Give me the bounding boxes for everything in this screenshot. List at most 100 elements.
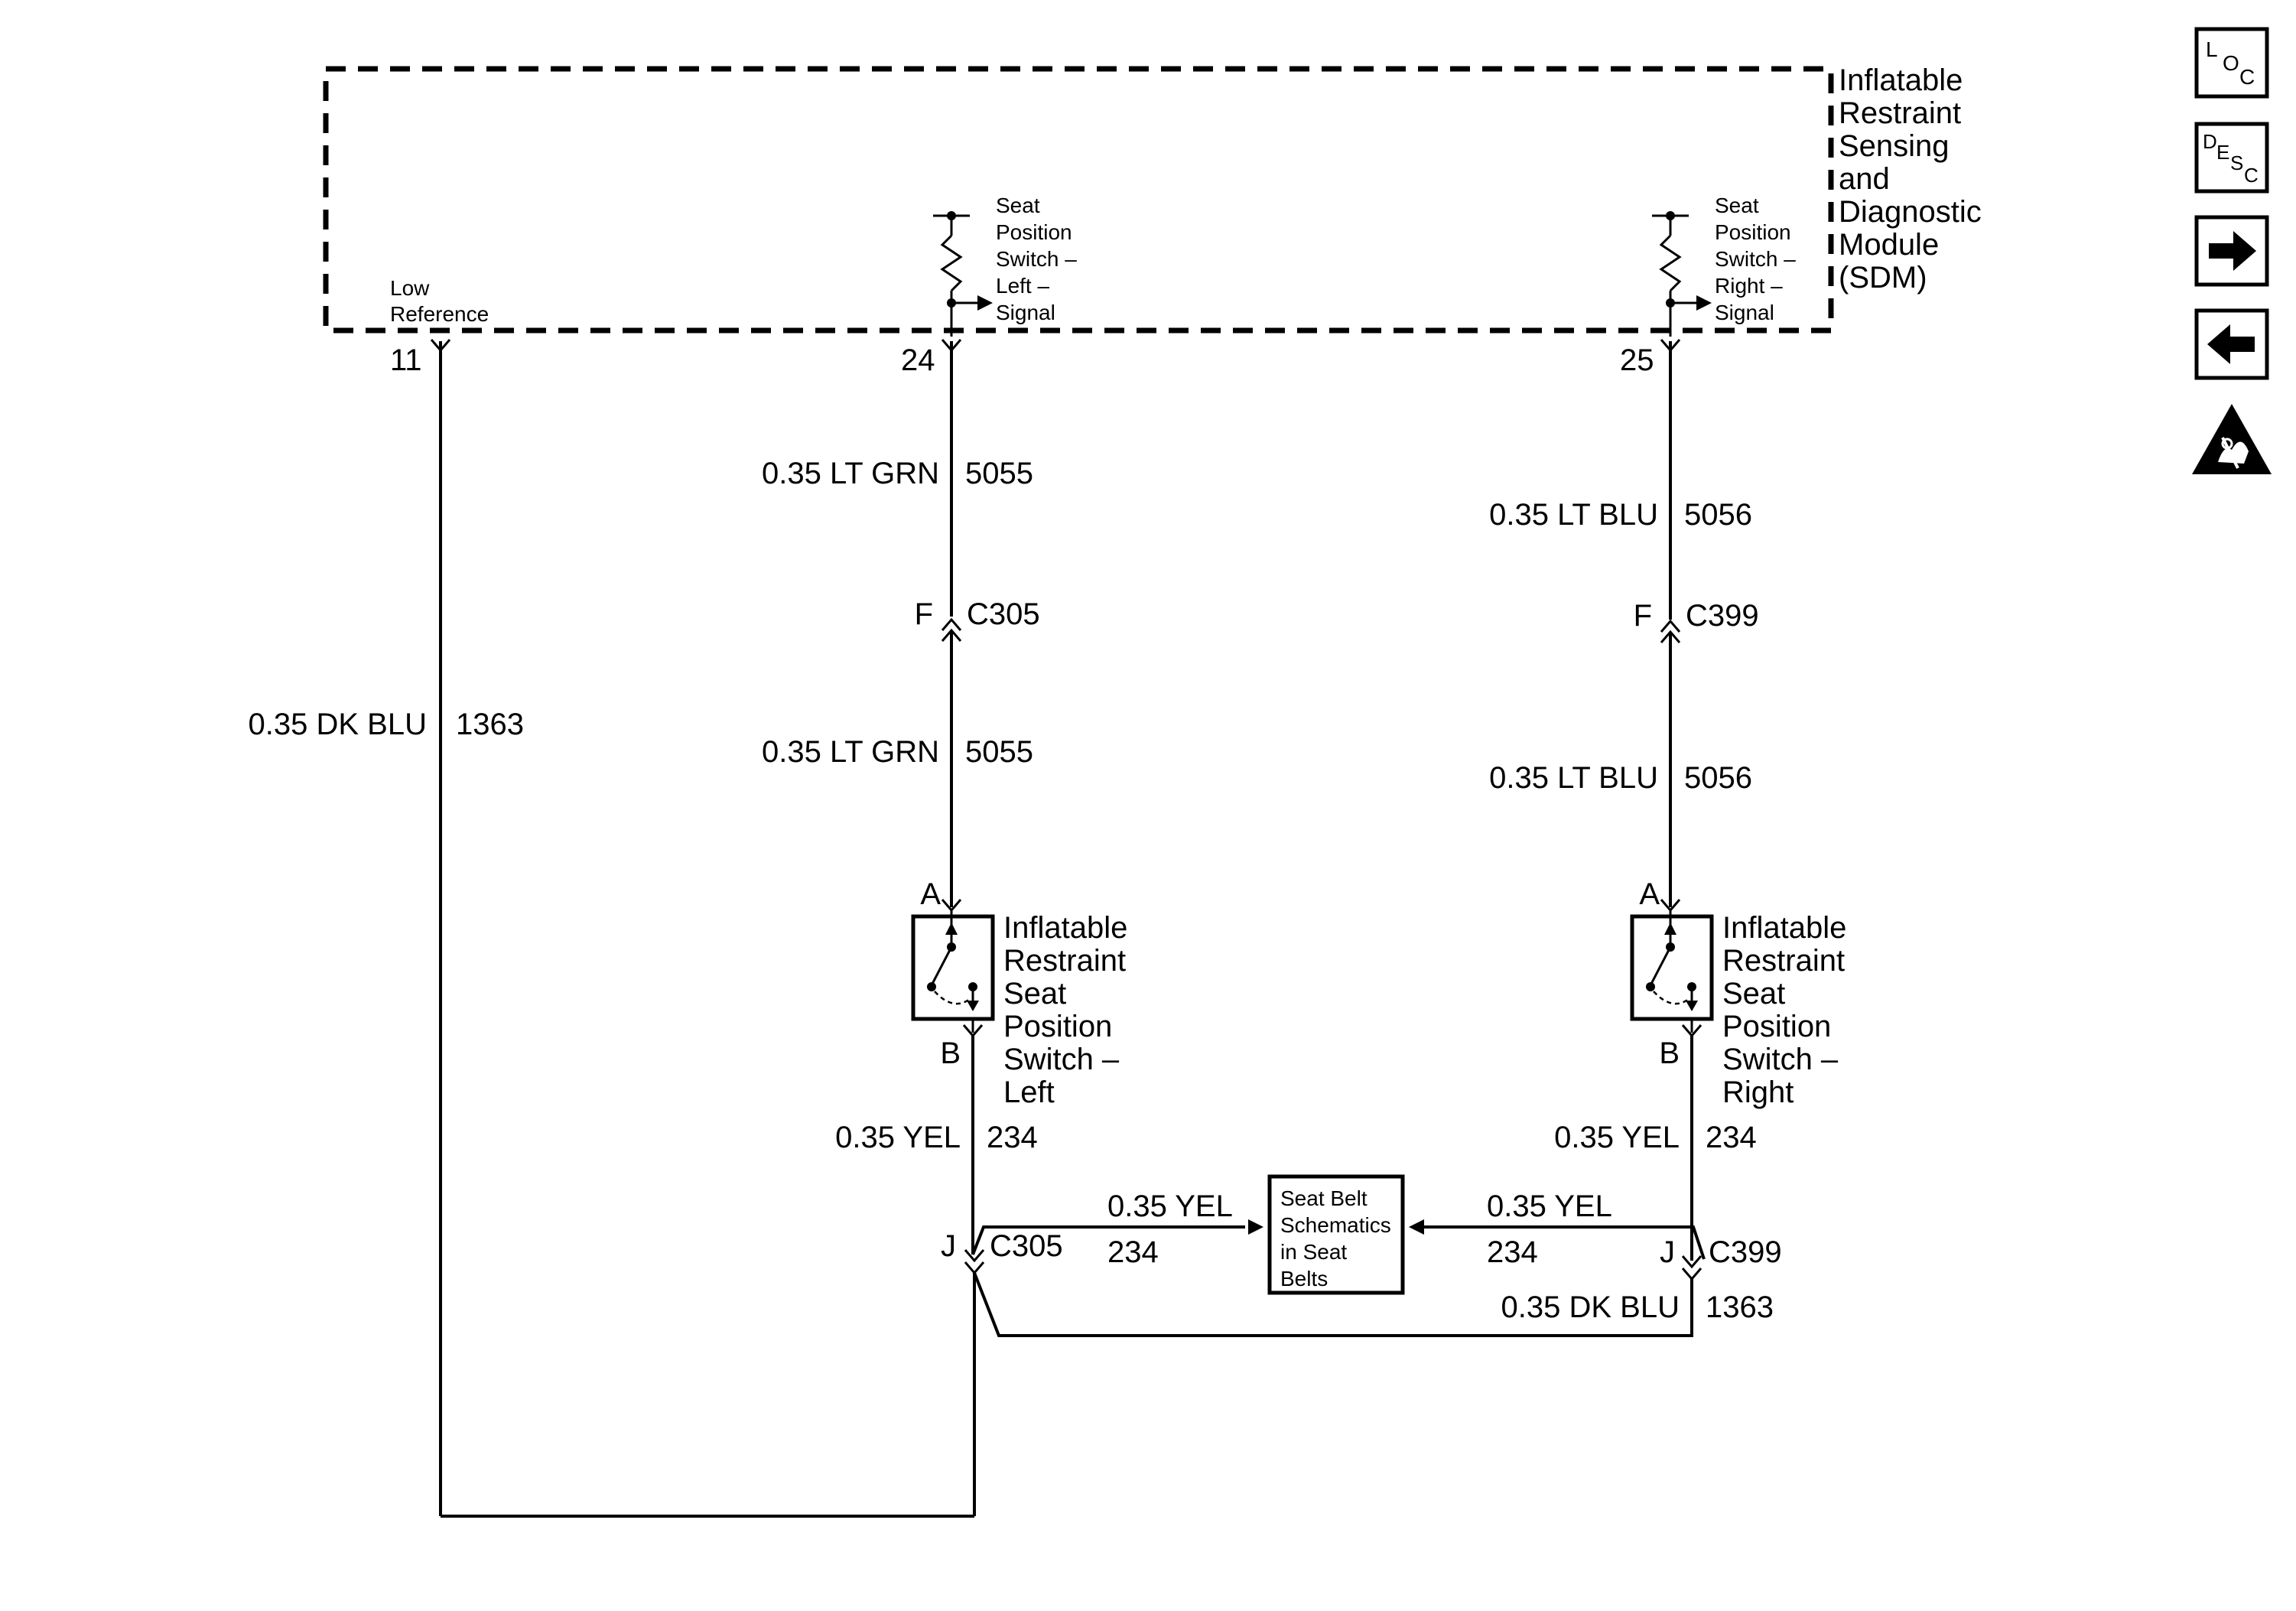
sdm-title-line: Diagnostic [1839,195,1982,229]
sdm-title-line: Restraint [1839,96,1961,130]
sdm-module-boundary [323,66,1834,334]
arrow-to-seatbelt-right [1409,1219,1424,1235]
arrow-to-seatbelt-left [1248,1219,1263,1235]
switch-left-label: Inflatable Restraint Seat Position Switc… [1003,911,1127,1109]
switch-left-label-line: Inflatable [1003,911,1127,945]
sdm-pin-terminals [430,339,1681,353]
seat-belt-box-line: in Seat [1280,1240,1347,1264]
right-signal-line: Right – [1715,274,1783,298]
switch-right-label-line: Switch – [1722,1043,1839,1076]
switch-left-label-line: Left [1003,1076,1055,1109]
switch-pin-b: B [1659,1037,1680,1070]
left-arrow-icon [2207,324,2255,364]
wire-spec: 0.35 YEL [1554,1121,1680,1154]
right-signal-label: Seat Position Switch – Right – Signal [1715,194,1796,324]
switch-right-label-line: Right [1722,1076,1794,1109]
switch-right-label-line: Restraint [1722,944,1845,978]
connector-name: C305 [967,597,1040,631]
wire-spec: 0.35 YEL [835,1121,961,1154]
wire-circuit: 5055 [965,457,1033,490]
left-signal-line: Position [996,220,1072,244]
right-signal-resistor [1652,211,1712,337]
wire-yel-to-seatbelt-left [971,1225,1245,1255]
seat-belt-box-line: Seat Belt [1280,1186,1368,1210]
switch-left-label-line: Switch – [1003,1043,1120,1076]
wire-spec: 0.35 YEL [1487,1190,1612,1223]
sdm-title-line: Sensing [1839,129,1950,163]
loc-button[interactable]: L O C [2194,27,2269,99]
switch-right-label: Inflatable Restraint Seat Position Switc… [1722,911,1846,1109]
sdm-title: Inflatable Restraint Sensing and Diagnos… [1839,63,1982,295]
connector-name: C399 [1686,599,1759,633]
next-page-button[interactable] [2194,215,2269,287]
wire-circuit: 234 [987,1121,1038,1154]
right-signal-line: Signal [1715,301,1774,324]
right-signal-line: Switch – [1715,247,1796,271]
wire-spec: 0.35 YEL [1107,1190,1233,1223]
wire-circuit: 234 [1107,1235,1159,1269]
wire-circuit: 234 [1487,1235,1538,1269]
esd-warning-icon [2192,404,2272,474]
pin-number-right: 25 [1620,343,1654,377]
left-signal-line: Switch – [996,247,1077,271]
wire-spec: 0.35 LT GRN [762,457,939,490]
left-signal-line: Seat [996,194,1040,217]
switch-left-label-line: Seat [1003,977,1066,1011]
left-signal-resistor [933,211,993,337]
connector-pin: F [915,597,933,631]
desc-letter: S [2230,151,2243,174]
left-signal-line: Signal [996,301,1055,324]
switch-right-label-line: Seat [1722,977,1785,1011]
left-signal-line: Left – [996,274,1049,298]
seat-belt-box-line: Schematics [1280,1213,1391,1237]
switch-right-label-line: Position [1722,1010,1831,1043]
switch-right-label-line: Inflatable [1722,911,1846,945]
right-signal-line: Position [1715,220,1791,244]
seat-belt-box-label: Seat Belt Schematics in Seat Belts [1280,1186,1391,1290]
wire-spec: 0.35 LT GRN [762,735,939,769]
low-reference-line: Reference [390,302,489,326]
pin-number-low-ref: 11 [390,343,422,377]
wire-dk-blu-1363-bottom [973,1272,1693,1337]
wire-circuit: 1363 [456,708,524,741]
connector-pin: J [1660,1235,1675,1269]
loc-letter: L [2206,37,2218,61]
left-signal-label: Seat Position Switch – Left – Signal [996,194,1077,324]
desc-letter: C [2244,164,2259,187]
wire-circuit: 5056 [1684,498,1752,532]
sdm-title-line: Inflatable [1839,63,1963,97]
wire-spec: 0.35 LT BLU [1489,498,1658,532]
seat-belt-schematics-box[interactable] [1267,1174,1405,1295]
wire-spec: 0.35 DK BLU [1501,1290,1680,1324]
right-signal-line: Seat [1715,194,1759,217]
prev-page-button[interactable] [2194,308,2269,380]
switch-pin-a: A [920,877,941,911]
wire-circuit: 5056 [1684,761,1752,795]
loc-letter: O [2223,51,2239,75]
right-arrow-icon [2209,231,2256,271]
desc-letter: D [2203,130,2217,153]
switch-pin-a: A [1639,877,1660,911]
seat-position-switch-left [911,899,995,1038]
wire-circuit: 5055 [965,735,1033,769]
connector-name: C305 [990,1229,1063,1263]
switch-pin-b: B [940,1037,961,1070]
wire-spec: 0.35 DK BLU [249,708,427,741]
desc-button[interactable]: D E S C [2194,122,2269,194]
seat-belt-box-line: Belts [1280,1267,1328,1290]
wire-spec: 0.35 LT BLU [1489,761,1658,795]
wire-circuit: 1363 [1706,1290,1774,1324]
pin-number-left: 24 [901,343,935,377]
switch-left-label-line: Position [1003,1010,1112,1043]
connector-name: C399 [1709,1235,1782,1269]
sdm-title-line: (SDM) [1839,261,1927,295]
desc-letter: E [2216,141,2229,164]
wire-circuit: 234 [1706,1121,1757,1154]
low-reference-line: Low [390,276,430,300]
connector-pin: J [941,1229,956,1263]
sdm-title-line: and [1839,162,1890,196]
sdm-title-line: Module [1839,228,1939,262]
low-reference-label: Low Reference [390,276,489,326]
loc-letter: C [2239,65,2255,89]
